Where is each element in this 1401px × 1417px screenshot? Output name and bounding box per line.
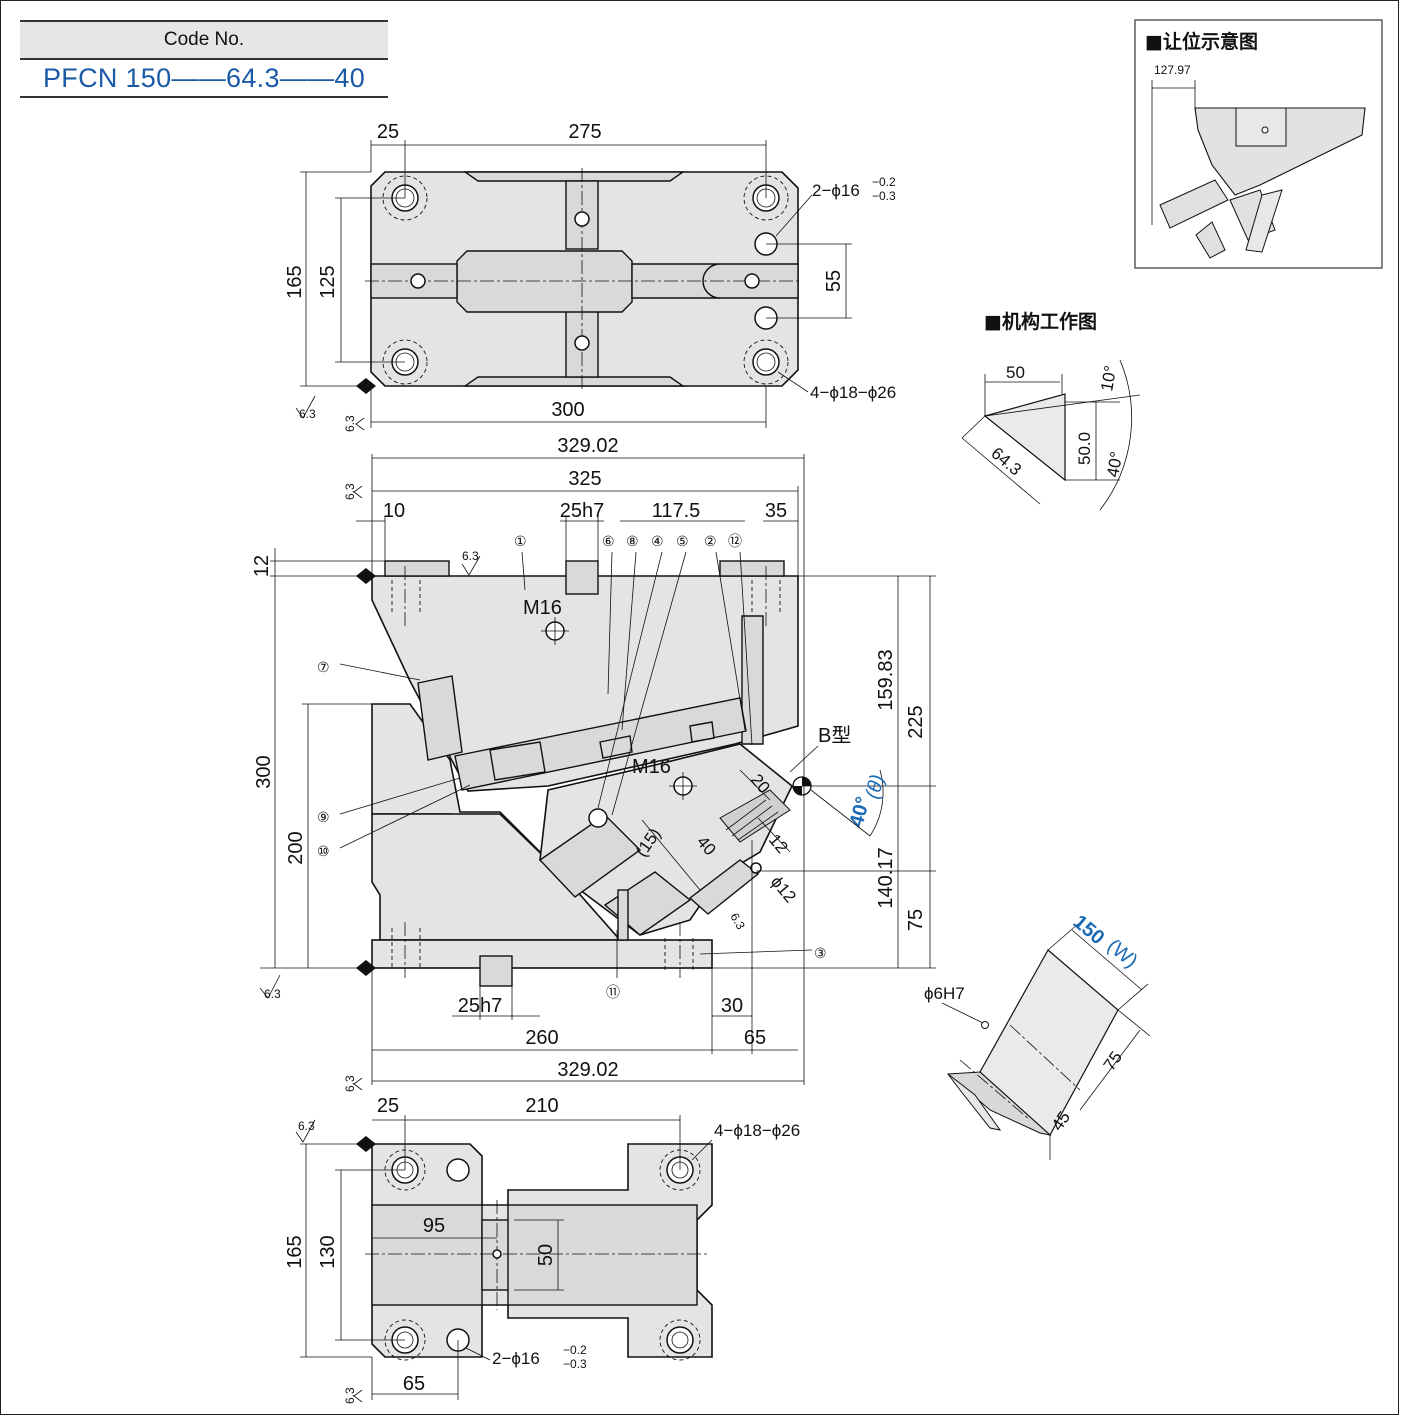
bottom-view: 25 210 165 130 95 50 65 4−ϕ18−ϕ26 2−ϕ16 … (284, 1095, 800, 1404)
balloon-2: ② (704, 533, 717, 549)
b-type-label: B型 (818, 724, 851, 747)
balloon-11: ⑪ (606, 984, 620, 1000)
dim-65-bottom: 65 (403, 1373, 425, 1395)
code-label: Code No. (20, 20, 388, 60)
mech-dim-50-0: 50.0 (1075, 432, 1094, 465)
dim-125: 125 (317, 265, 339, 298)
note-holes-4-phi18: 4−ϕ18−ϕ26 (810, 383, 896, 402)
dim-130: 130 (317, 1235, 339, 1268)
note-holes-2-phi16: 2−ϕ16 (812, 181, 860, 200)
dim-140-17: 140.17 (875, 847, 897, 908)
tol-lower: −0.3 (872, 189, 896, 203)
mech-dim-64-3: 64.3 (987, 444, 1025, 480)
dim-117-5: 117.5 (652, 500, 701, 522)
tol-lower-bottom: −0.3 (563, 1357, 587, 1371)
iso-dim-150: 150 (1069, 911, 1109, 949)
note-holes-4-phi18-bottom: 4−ϕ18−ϕ26 (714, 1121, 800, 1140)
roughness-bottom-side: 6.3 (343, 1387, 357, 1404)
dim-25: 25 (377, 121, 399, 143)
note-holes-2-phi16-bottom: 2−ϕ16 (492, 1349, 540, 1368)
balloon-5: ⑤ (676, 533, 689, 549)
dim-329-bottom: 329.02 (557, 1059, 618, 1081)
code-number-box: Code No. PFCN 150——64.3——40 (20, 20, 388, 98)
dim-325: 325 (568, 468, 601, 490)
dim-25-bottom: 25 (377, 1095, 399, 1117)
mechanism-title: ■机构工作图 (984, 310, 1097, 333)
balloon-1: ① (514, 533, 527, 549)
dim-55: 55 (823, 270, 845, 292)
dim-159-83: 159.83 (875, 649, 897, 710)
mech-dim-50: 50 (1006, 363, 1025, 382)
dim-210: 210 (525, 1095, 558, 1117)
roughness-slide: 6.3 (727, 911, 748, 933)
angle-40: 40° (846, 794, 875, 829)
dim-30: 30 (721, 995, 743, 1017)
iso-dim-w: (W) (1103, 935, 1142, 973)
dim-329-top: 329.02 (557, 435, 618, 457)
dim-300-front: 300 (253, 755, 275, 788)
balloon-3: ③ (814, 945, 827, 961)
balloon-12: ⑫ (728, 533, 742, 549)
balloon-9: ⑨ (317, 809, 330, 825)
iso-dim-75: 75 (1100, 1048, 1126, 1074)
roughness-top-side: 6.3 (343, 415, 357, 432)
dim-25h7-top: 25h7 (560, 500, 605, 522)
roughness-front-329: 6.3 (343, 1075, 357, 1092)
dim-95: 95 (423, 1215, 445, 1237)
dim-165-bottom: 165 (284, 1235, 306, 1268)
iso-view: ϕ6H7 150 (W) 75 45 (924, 911, 1151, 1160)
roughness-top: 6.3 (299, 407, 316, 421)
dim-25h7-bottom: 25h7 (458, 995, 503, 1017)
dim-165-top: 165 (284, 265, 306, 298)
balloon-10: ⑩ (317, 843, 330, 859)
front-view: 329.02 325 10 25h7 117.5 35 12 300 200 1… (251, 435, 936, 1092)
dim-275: 275 (568, 121, 601, 143)
dim-300-top: 300 (551, 399, 584, 421)
m16-lower: M16 (632, 756, 671, 778)
balloon-8: ⑧ (626, 533, 639, 549)
dim-225: 225 (905, 705, 927, 738)
clearance-title: ■让位示意图 (1145, 30, 1258, 53)
clearance-inset: ■让位示意图 127.97 (1134, 19, 1383, 269)
tol-upper-bottom: −0.2 (563, 1343, 587, 1357)
clearance-dim: 127.97 (1154, 63, 1191, 77)
balloon-4: ④ (651, 533, 664, 549)
mech-angle-10: 10° (1097, 364, 1120, 393)
dim-75-front: 75 (905, 909, 927, 931)
roughness-bottom: 6.3 (298, 1119, 315, 1133)
roughness-front-325: 6.3 (343, 483, 357, 500)
code-value: PFCN 150——64.3——40 (20, 60, 388, 98)
dim-12-left: 12 (251, 555, 273, 577)
dim-10: 10 (383, 500, 405, 522)
roughness-front-top: 6.3 (462, 549, 479, 563)
mech-angle-40: 40° (1103, 450, 1126, 479)
balloon-6: ⑥ (602, 533, 615, 549)
roughness-front-left: 6.3 (264, 987, 281, 1001)
dim-phi12: ϕ12 (767, 872, 800, 906)
part-balloons: ① ⑥ ⑧ ④ ⑤ ② ⑫ ⑦ ⑨ ⑩ ③ ⑪ (317, 533, 827, 1000)
iso-phi6h7: ϕ6H7 (924, 984, 965, 1003)
front-holes (541, 617, 812, 874)
mechanism-diagram: ■机构工作图 50 64.3 50.0 10° 40° (961, 310, 1141, 511)
top-view: 25 275 165 125 55 300 2−ϕ16 −0.2 −0.3 4−… (284, 121, 896, 432)
dim-35: 35 (765, 500, 787, 522)
dim-200: 200 (285, 831, 307, 864)
dim-50-bottom: 50 (535, 1244, 557, 1266)
dim-260: 260 (525, 1027, 558, 1049)
base-plate (371, 939, 713, 969)
dim-65-front: 65 (744, 1027, 766, 1049)
angle-theta: (θ) (862, 772, 890, 801)
tol-upper: −0.2 (872, 175, 896, 189)
m16-upper: M16 (523, 597, 562, 619)
balloon-7: ⑦ (317, 659, 330, 675)
